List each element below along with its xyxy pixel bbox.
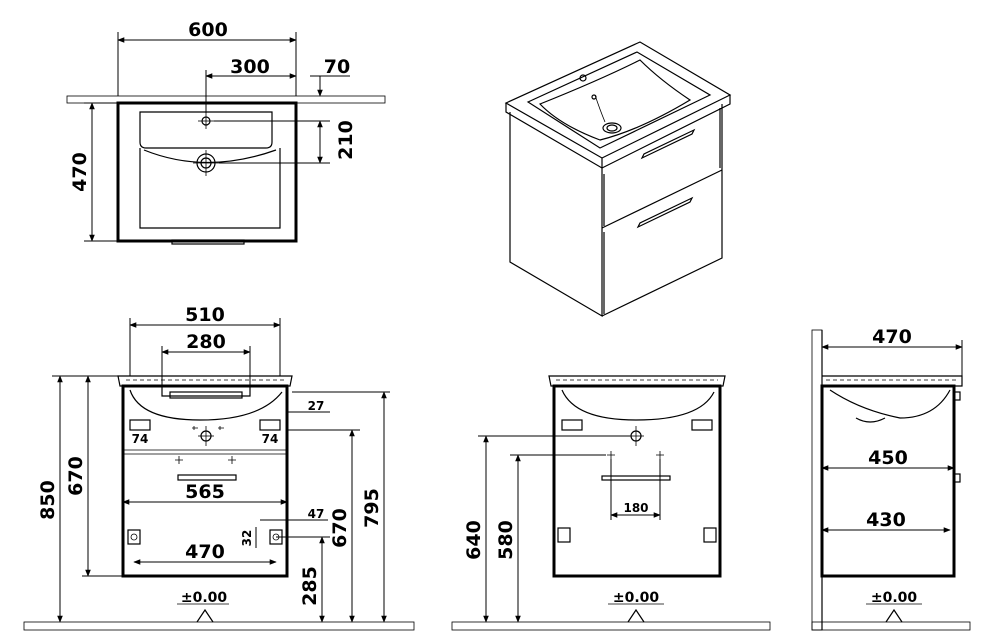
- dim-front-gap: 27: [308, 399, 325, 413]
- dim-top-tap: 210: [335, 120, 357, 160]
- front-view-floor: [23, 621, 415, 631]
- dim-back-hole: 180: [623, 501, 648, 515]
- back-view-floor: [451, 621, 771, 631]
- dim-front-floor-gap: 285: [299, 566, 321, 606]
- dim-back-640: 640: [463, 520, 485, 560]
- dim-front-total: 850: [37, 480, 59, 520]
- front-view: 510 280 27 74 74 565 47 32 470 850 670: [23, 304, 415, 631]
- dim-front-bottom: 470: [185, 541, 225, 563]
- dim-front-drawer: 565: [185, 481, 225, 503]
- isometric-view: [504, 41, 732, 318]
- dim-side-top: 470: [872, 326, 912, 348]
- dim-front-bracket-h: 47: [308, 507, 325, 521]
- dim-front-bracket-v: 32: [240, 530, 254, 547]
- side-view: 470 450 430 ±0.00: [811, 326, 971, 631]
- dim-front-top: 510: [185, 304, 225, 326]
- top-view-basin: [139, 111, 273, 149]
- dim-back-580: 580: [495, 520, 517, 560]
- top-view-outline: [116, 101, 298, 243]
- back-floor-label: ±0.00: [613, 590, 660, 606]
- dim-top-depth: 470: [69, 152, 91, 192]
- front-floor-label: ±0.00: [181, 590, 228, 606]
- side-view-cabinet: [820, 384, 956, 578]
- dim-top-width: 600: [188, 19, 228, 41]
- dim-front-inner: 280: [186, 331, 226, 353]
- dim-top-edge: 70: [324, 56, 350, 78]
- dim-front-right-inner: 670: [329, 508, 351, 548]
- back-view-cabinet: [552, 384, 722, 578]
- dim-front-cabinet: 670: [65, 456, 87, 496]
- dim-front-bracket-right: 74: [262, 432, 279, 446]
- top-view: 600 300 70 470 210: [66, 19, 386, 245]
- dim-side-mid: 450: [868, 447, 908, 469]
- side-view-floor: [811, 621, 971, 631]
- front-view-cabinet: [121, 384, 289, 578]
- dim-top-offset: 300: [230, 56, 270, 78]
- side-floor-label: ±0.00: [871, 590, 918, 606]
- back-view: 180 640 580 ±0.00: [451, 375, 771, 631]
- dim-side-low: 430: [866, 509, 906, 531]
- dim-front-bracket-left: 74: [132, 432, 149, 446]
- dim-front-right: 795: [361, 488, 383, 528]
